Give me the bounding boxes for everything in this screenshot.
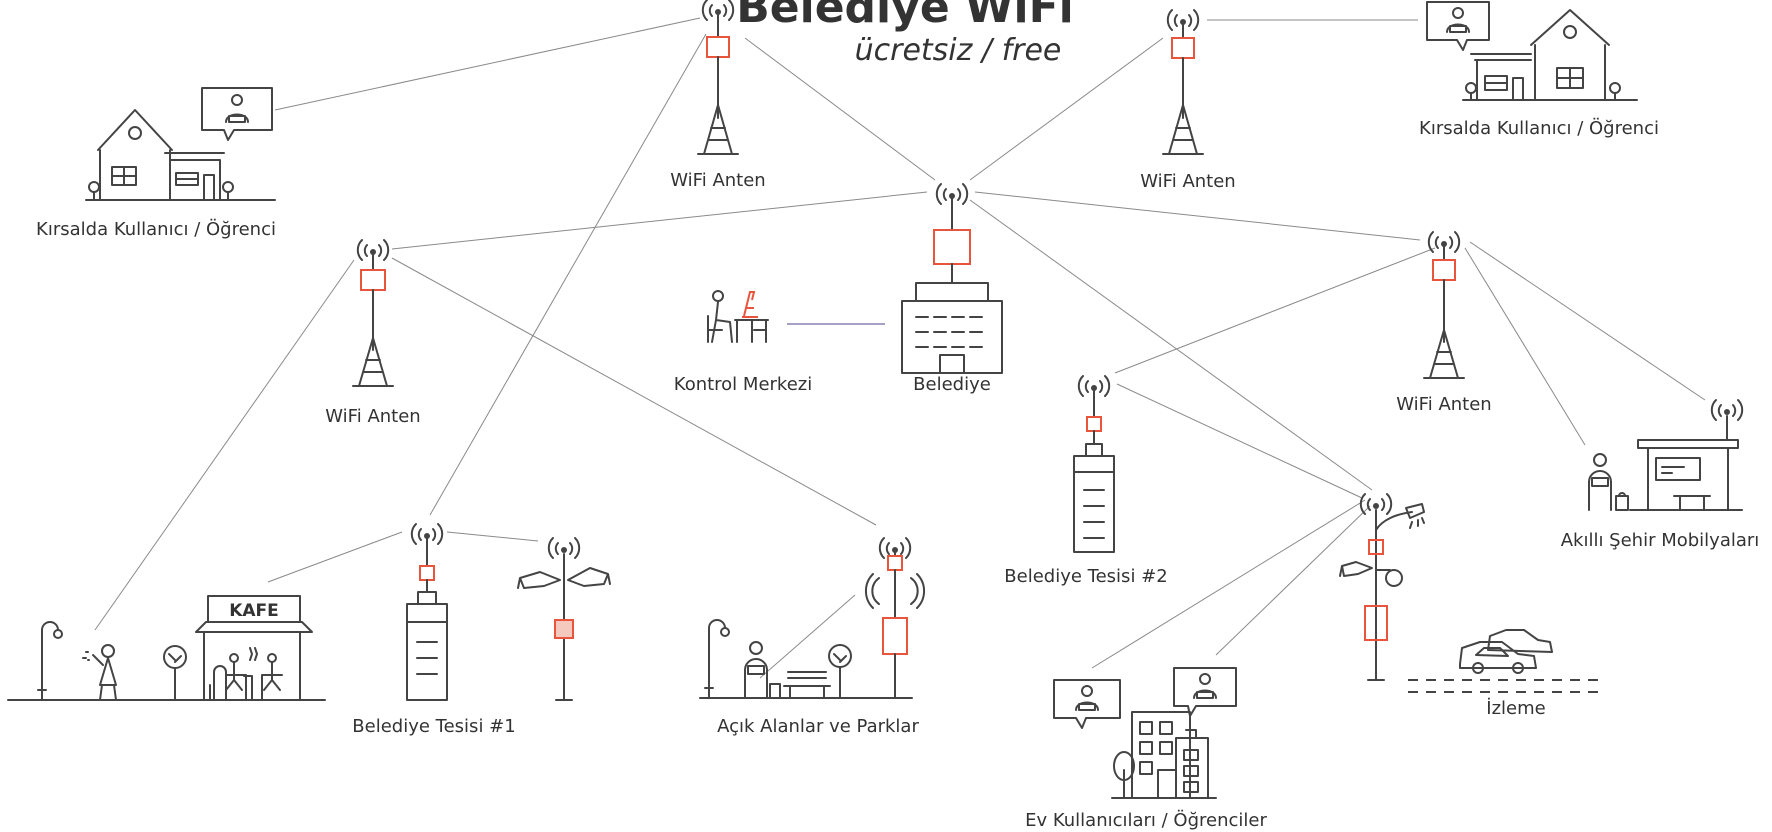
antenna-top-right: WiFi Anten: [1140, 9, 1236, 192]
control-center-label: Kontrol Merkezi: [674, 374, 812, 395]
smart-furniture-label: Akıllı Şehir Mobilyaları: [1561, 530, 1760, 551]
antenna-label: WiFi Anten: [325, 406, 420, 427]
antenna-top-left: WiFi Anten: [670, 0, 766, 191]
tree-icon: [828, 644, 852, 699]
bus-stop-icon: [1629, 399, 1744, 511]
house-icon: [85, 109, 276, 201]
antenna-label: WiFi Anten: [670, 170, 765, 191]
wifi-antenna-tower-icon: [1423, 231, 1465, 379]
user-chat-bubble-icon: [1053, 679, 1121, 729]
page-title: Belediye WiFi: [736, 0, 1073, 33]
page-subtitle: ücretsiz / free: [855, 33, 1062, 68]
person-icon: [744, 641, 781, 699]
street-cafe-scene: KAFE: [7, 595, 326, 701]
water-tower-icon: [406, 523, 448, 701]
person-icon: [82, 644, 117, 701]
antenna-label: WiFi Anten: [1140, 171, 1235, 192]
rural-user-right: Kırsalda Kullanıcı / Öğrenci: [1419, 1, 1659, 139]
smart-furniture: Akıllı Şehir Mobilyaları: [1561, 399, 1760, 551]
cafe-sign: KAFE: [229, 601, 279, 621]
monitoring-pole: [1339, 493, 1425, 681]
antenna-mid-right: WiFi Anten: [1396, 231, 1492, 415]
municipality-label: Belediye: [913, 374, 991, 395]
home-users-label: Ev Kullanıcıları / Öğrenciler: [1025, 809, 1267, 831]
connection-lines: [94, 17, 1706, 679]
monitoring: İzleme: [1408, 629, 1600, 719]
wifi-antenna-tower-icon: [697, 0, 739, 155]
municipality: Belediye: [901, 183, 1003, 395]
security-camera-icon: [1339, 493, 1425, 681]
street-lamp-icon: [35, 621, 63, 701]
header: Belediye WiFi ücretsiz / free: [736, 0, 1073, 68]
control-center: Kontrol Merkezi: [674, 290, 812, 395]
parks-label: Açık Alanlar ve Parklar: [717, 716, 919, 737]
city-hall-icon: [901, 183, 1003, 374]
facility-label: Belediye Tesisi #1: [352, 716, 515, 737]
parks: Açık Alanlar ve Parklar: [699, 537, 926, 737]
house-icon: [1462, 9, 1638, 101]
wifi-antenna-tower-icon: [352, 239, 394, 387]
antenna-label: WiFi Anten: [1396, 394, 1491, 415]
street-lamp-icon: [702, 619, 730, 699]
person-icon: [1588, 453, 1629, 511]
control-desk-icon: [707, 290, 769, 343]
security-camera-icon: [517, 537, 611, 701]
user-chat-bubble-icon: [1173, 667, 1237, 717]
rural-user-label: Kırsalda Kullanıcı / Öğrenci: [36, 218, 276, 240]
camera-pole: [517, 537, 611, 701]
water-tower-icon: [1073, 375, 1115, 553]
home-users: Ev Kullanıcıları / Öğrenciler: [1025, 667, 1267, 831]
car-icon: [1459, 629, 1553, 674]
wifi-antenna-tower-icon: [864, 537, 926, 699]
apartment-icon: [1111, 711, 1217, 799]
facility-2: Belediye Tesisi #2: [1004, 375, 1168, 587]
antenna-mid-left: WiFi Anten: [325, 239, 421, 427]
tree-icon: [163, 645, 187, 701]
rural-user-label: Kırsalda Kullanıcı / Öğrenci: [1419, 117, 1659, 139]
wifi-antenna-tower-icon: [1162, 9, 1204, 155]
bench-icon: [783, 671, 831, 699]
monitoring-label: İzleme: [1486, 698, 1545, 719]
rural-user-left: Kırsalda Kullanıcı / Öğrenci: [36, 87, 276, 240]
user-chat-bubble-icon: [1426, 1, 1490, 51]
user-chat-bubble-icon: [201, 87, 273, 141]
facility-label: Belediye Tesisi #2: [1004, 566, 1167, 587]
facility-1: Belediye Tesisi #1: [352, 523, 516, 737]
cafe-icon: KAFE: [195, 595, 313, 701]
